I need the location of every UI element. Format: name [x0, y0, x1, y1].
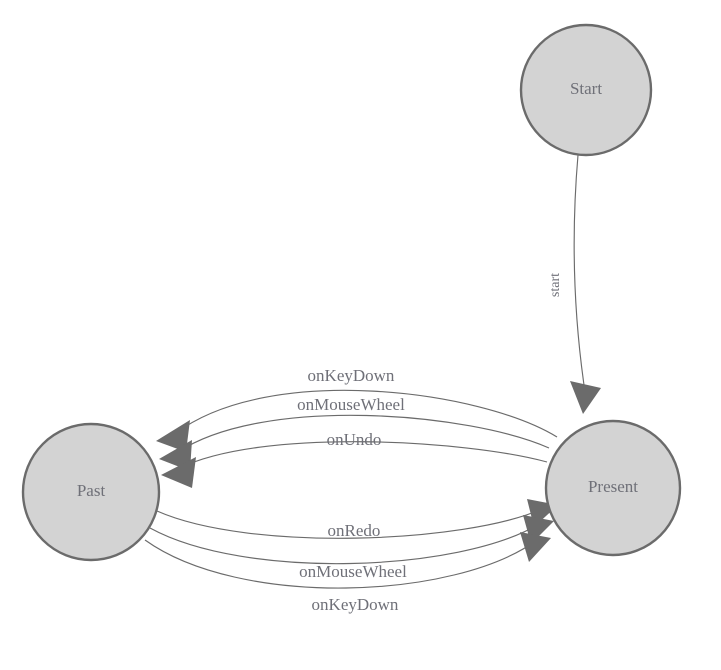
edge-present-to-past-onmousewheel[interactable]: onMouseWheel: [159, 395, 550, 471]
node-start[interactable]: Start: [519, 23, 653, 157]
edge-label-present-past-onmousewheel: onMouseWheel: [297, 395, 405, 414]
node-start-label: Start: [570, 79, 602, 98]
edge-past-to-present-onredo-path: [156, 508, 543, 539]
edge-past-to-present-onkeydown[interactable]: onKeyDown: [144, 532, 551, 614]
edge-label-start: start: [548, 273, 563, 297]
arrowhead-present-to-past-onkeydown: [156, 420, 190, 452]
node-past-circle: [21, 422, 161, 562]
edge-label-past-present-onredo: onRedo: [328, 521, 381, 540]
node-present-label: Present: [588, 477, 638, 496]
node-past-label: Past: [77, 481, 106, 500]
edge-present-to-past-onundo-path: [179, 441, 548, 469]
edge-present-to-past-onkeydown-path: [175, 389, 558, 438]
edge-start-to-present-path: [573, 154, 585, 386]
edge-past-to-present-onkeydown-path: [144, 539, 538, 589]
arrowhead-present-to-past-onmousewheel: [159, 440, 192, 471]
edge-label-present-past-onkeydown: onKeyDown: [308, 366, 395, 385]
edge-label-present-past-onundo: onUndo: [327, 430, 382, 449]
arrowhead-present-to-past-onundo: [161, 457, 196, 488]
edge-label-past-present-onkeydown: onKeyDown: [312, 595, 399, 614]
arrowhead-start-to-present: [570, 381, 601, 414]
edge-past-to-present-onmousewheel-path: [149, 523, 540, 565]
node-start-circle: [519, 23, 653, 157]
edge-past-to-present-onredo[interactable]: onRedo: [156, 499, 558, 540]
edge-present-to-past-onundo[interactable]: onUndo: [161, 430, 548, 488]
edge-past-to-present-onmousewheel[interactable]: onMouseWheel: [149, 515, 554, 581]
edge-present-to-past-onmousewheel-path: [177, 414, 550, 453]
edge-label-past-present-onmousewheel: onMouseWheel: [299, 562, 407, 581]
node-present[interactable]: Present: [544, 419, 682, 557]
edge-start-to-present[interactable]: start: [548, 154, 601, 414]
node-past[interactable]: Past: [21, 422, 161, 562]
edge-present-to-past-onkeydown[interactable]: onKeyDown: [156, 366, 558, 452]
arrowhead-past-to-present-onkeydown: [520, 532, 551, 562]
node-present-circle: [544, 419, 682, 557]
